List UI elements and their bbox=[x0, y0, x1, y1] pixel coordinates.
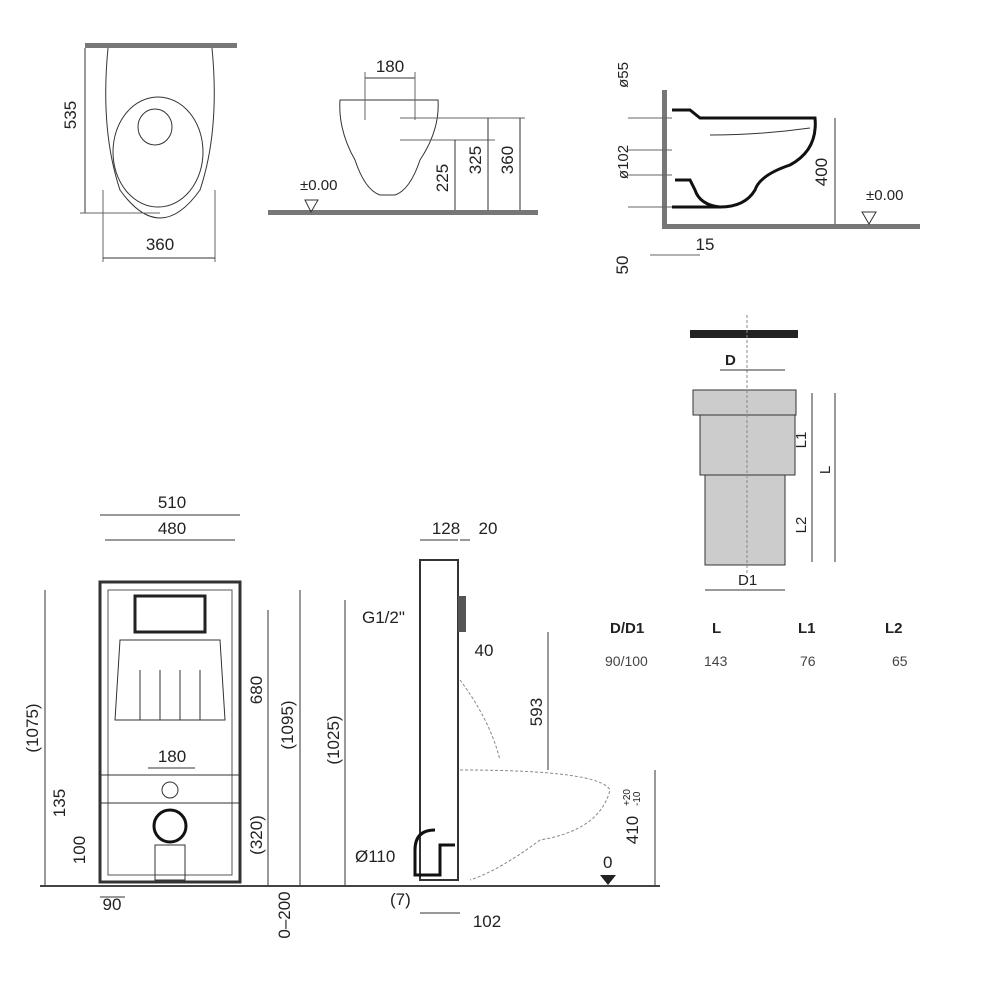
table-header: L1 bbox=[798, 620, 816, 637]
dim-40: 40 bbox=[475, 641, 494, 660]
dim-360: 360 bbox=[498, 146, 517, 174]
dim-width: 360 bbox=[146, 235, 174, 254]
dim-1075: (1075) bbox=[23, 703, 42, 752]
dim-100: 100 bbox=[70, 836, 89, 864]
label-l: L bbox=[817, 466, 834, 474]
dim-0-200: 0–200 bbox=[275, 891, 294, 938]
table-header: D/D1 bbox=[610, 620, 644, 637]
table-header: L2 bbox=[885, 620, 903, 637]
table-cell: 143 bbox=[704, 653, 728, 669]
pipe-adapter: D L1 L L2 D1 bbox=[690, 315, 836, 591]
dim-325: 325 bbox=[466, 146, 485, 174]
side-view: ø55 ø102 400 ±0.00 50 15 bbox=[613, 62, 920, 274]
front-view: 180 ±0.00 225 325 360 bbox=[268, 57, 538, 215]
dim-510: 510 bbox=[158, 493, 186, 512]
dim-1025: (1025) bbox=[324, 715, 343, 764]
dim-depth: 535 bbox=[61, 101, 80, 129]
tolerance-minus: -10 bbox=[632, 791, 643, 806]
floor-bar bbox=[268, 210, 538, 215]
dim-90: 90 bbox=[103, 895, 122, 914]
table-cell: 65 bbox=[892, 653, 908, 669]
table-cell: 90/100 bbox=[605, 653, 648, 669]
dimension-table: D/D1 L L1 L2 90/100 143 76 65 bbox=[605, 620, 908, 669]
tolerance-plus: +20 bbox=[622, 789, 633, 806]
top-view: 535 360 bbox=[61, 43, 237, 262]
frame-side: 128 20 G1/2" 40 593 (1025) Ø110 (7) 102 … bbox=[324, 519, 656, 931]
label-l2: L2 bbox=[793, 517, 810, 534]
dim-102: 102 bbox=[473, 912, 501, 931]
label-d1: D1 bbox=[738, 572, 757, 589]
label-l1: L1 bbox=[793, 432, 810, 449]
dim-320: (320) bbox=[247, 815, 266, 855]
dim-50: 50 bbox=[613, 256, 632, 275]
dim-7: (7) bbox=[390, 890, 411, 909]
dim-225: 225 bbox=[433, 164, 452, 192]
water-inlet-label: G1/2" bbox=[362, 608, 405, 627]
dim-135: 135 bbox=[50, 789, 69, 817]
flush-plate-opening bbox=[133, 594, 207, 634]
floor-zero: 0 bbox=[603, 853, 612, 872]
dim-d55: ø55 bbox=[615, 62, 632, 88]
table-cell: 76 bbox=[800, 653, 816, 669]
dim-20: 20 bbox=[479, 519, 498, 538]
dim-15: 15 bbox=[696, 235, 715, 254]
dim-410: 410 bbox=[623, 816, 642, 844]
dim-680: 680 bbox=[247, 676, 266, 704]
bowl-outline bbox=[105, 47, 215, 219]
dim-inlet-width: 180 bbox=[376, 57, 404, 76]
level-marker: ±0.00 bbox=[300, 177, 337, 194]
dim-593: 593 bbox=[527, 698, 546, 726]
label-d: D bbox=[725, 352, 736, 369]
seat-outline bbox=[112, 96, 204, 208]
toilet-profile bbox=[672, 108, 817, 209]
frame-front: 510 480 (1075) 680 (1095) 180 135 (320) … bbox=[23, 493, 660, 939]
dim-180: 180 bbox=[158, 747, 186, 766]
bowl-front bbox=[339, 99, 439, 196]
bowl-hole bbox=[137, 108, 173, 146]
table-header: L bbox=[712, 620, 721, 637]
drain-diameter: Ø110 bbox=[355, 847, 395, 866]
dim-128: 128 bbox=[432, 519, 460, 538]
dim-1095: (1095) bbox=[278, 700, 297, 749]
level-marker-side: ±0.00 bbox=[866, 187, 903, 204]
dim-400: 400 bbox=[812, 158, 831, 186]
wall-bar bbox=[85, 43, 237, 48]
dim-d102: ø102 bbox=[615, 145, 632, 179]
dim-480: 480 bbox=[158, 519, 186, 538]
